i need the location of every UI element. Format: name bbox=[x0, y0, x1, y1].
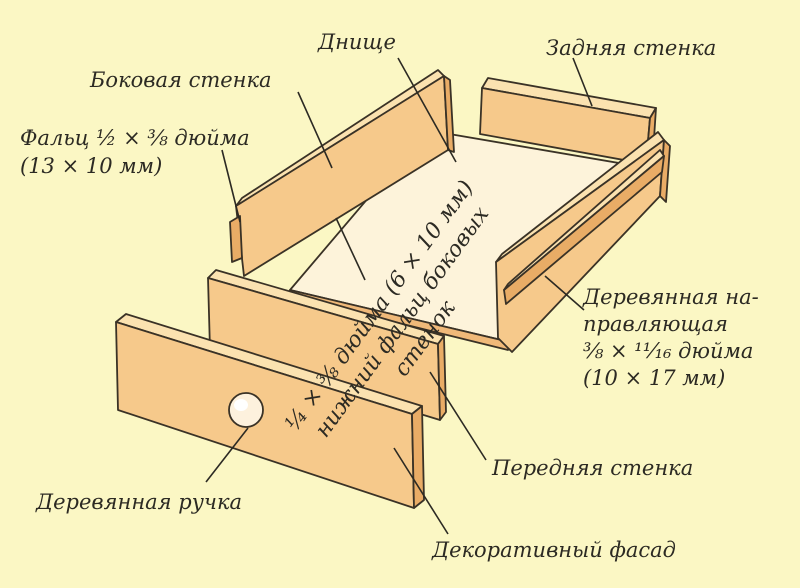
label-guide: Деревянная на- правляющая ⅜ × ¹¹⁄₁₆ дюйм… bbox=[583, 284, 759, 392]
leader-knob bbox=[205, 427, 249, 483]
leader-facade bbox=[393, 447, 449, 535]
label-guide-line4: (10 × 17 мм) bbox=[583, 366, 726, 390]
label-guide-line1: Деревянная на- bbox=[583, 285, 759, 309]
label-rabbet-line1: Фальц ½ × ⅜ дюйма bbox=[20, 126, 250, 150]
label-guide-line3: ⅜ × ¹¹⁄₁₆ дюйма bbox=[583, 339, 754, 363]
label-facade: Декоративный фасад bbox=[432, 538, 676, 562]
label-rabbet-line2: (13 × 10 мм) bbox=[20, 154, 163, 178]
leader-rabbet bbox=[221, 149, 241, 223]
leader-side-wall bbox=[297, 91, 333, 169]
label-bottom: Днище bbox=[318, 30, 396, 54]
label-side-wall: Боковая стенка bbox=[90, 68, 272, 92]
leader-bottom bbox=[397, 57, 457, 163]
label-rabbet: Фальц ½ × ⅜ дюйма (13 × 10 мм) bbox=[20, 124, 250, 180]
leader-groove bbox=[335, 217, 366, 281]
leader-guide bbox=[544, 275, 585, 311]
leader-front-wall bbox=[429, 371, 487, 461]
label-guide-line2: правляющая bbox=[583, 312, 728, 336]
label-knob: Деревянная ручка bbox=[36, 490, 243, 514]
label-back-wall: Задняя стенка bbox=[546, 36, 717, 60]
wooden-knob bbox=[228, 392, 264, 428]
leader-back-wall bbox=[572, 57, 593, 107]
back-wall bbox=[479, 77, 657, 165]
front-wall bbox=[207, 269, 447, 421]
left-side-wall bbox=[229, 69, 455, 277]
decorative-facade bbox=[115, 313, 425, 509]
label-front-wall: Передняя стенка bbox=[492, 456, 694, 480]
wooden-guide bbox=[503, 149, 665, 305]
